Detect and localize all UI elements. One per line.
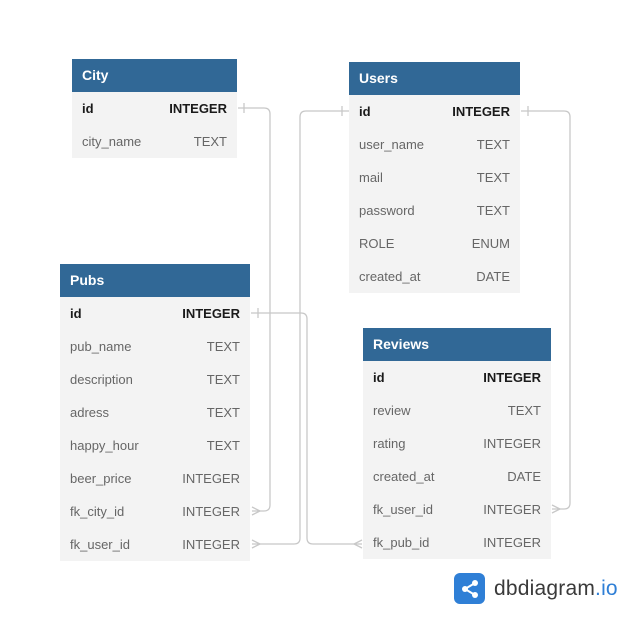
table-header[interactable]: City bbox=[72, 59, 237, 92]
field-type: INTEGER bbox=[182, 537, 240, 552]
field-name: happy_hour bbox=[70, 438, 139, 453]
field-name: mail bbox=[359, 170, 383, 185]
field-row[interactable]: fk_user_id INTEGER bbox=[363, 493, 551, 526]
field-type: INTEGER bbox=[483, 436, 541, 451]
brand-name: dbdiagram.io bbox=[494, 577, 618, 601]
field-type: INTEGER bbox=[169, 101, 227, 116]
field-name: ROLE bbox=[359, 236, 395, 251]
field-row[interactable]: review TEXT bbox=[363, 394, 551, 427]
field-type: DATE bbox=[507, 469, 541, 484]
table-header[interactable]: Reviews bbox=[363, 328, 551, 361]
field-row[interactable]: beer_price INTEGER bbox=[60, 462, 250, 495]
table-users[interactable]: Users id INTEGER user_name TEXT mail TEX… bbox=[349, 62, 520, 293]
brand-name-suffix: .io bbox=[595, 576, 618, 600]
field-row[interactable]: rating INTEGER bbox=[363, 427, 551, 460]
field-type: INTEGER bbox=[483, 370, 541, 385]
brand-name-main: dbdiagram bbox=[494, 576, 596, 600]
table-city[interactable]: City id INTEGER city_name TEXT bbox=[72, 59, 237, 158]
field-row[interactable]: id INTEGER bbox=[363, 361, 551, 394]
field-type: INTEGER bbox=[182, 471, 240, 486]
field-name: fk_pub_id bbox=[373, 535, 430, 550]
field-name: fk_user_id bbox=[373, 502, 433, 517]
field-name: adress bbox=[70, 405, 110, 420]
field-row[interactable]: pub_name TEXT bbox=[60, 330, 250, 363]
field-row[interactable]: id INTEGER bbox=[72, 92, 237, 125]
field-type: TEXT bbox=[507, 403, 541, 418]
field-row[interactable]: city_name TEXT bbox=[72, 125, 237, 158]
field-name: id bbox=[70, 306, 82, 321]
field-type: INTEGER bbox=[483, 535, 541, 550]
link-city-many-mark bbox=[251, 506, 262, 516]
share-nodes-icon bbox=[454, 573, 485, 604]
field-row[interactable]: created_at DATE bbox=[363, 460, 551, 493]
field-name: description bbox=[70, 372, 133, 387]
field-type: TEXT bbox=[476, 170, 510, 185]
brand-logo[interactable]: dbdiagram.io bbox=[454, 573, 618, 604]
field-name: user_name bbox=[359, 137, 425, 152]
field-row[interactable]: id INTEGER bbox=[349, 95, 520, 128]
field-type: ENUM bbox=[471, 236, 510, 251]
field-row[interactable]: happy_hour TEXT bbox=[60, 429, 250, 462]
link-pubs-reviews bbox=[251, 312, 362, 545]
field-name: created_at bbox=[359, 269, 421, 284]
field-name: id bbox=[82, 101, 94, 116]
field-row[interactable]: id INTEGER bbox=[60, 297, 250, 330]
field-row[interactable]: password TEXT bbox=[349, 194, 520, 227]
field-type: TEXT bbox=[206, 372, 240, 387]
field-type: TEXT bbox=[206, 405, 240, 420]
field-name: password bbox=[359, 203, 415, 218]
link-pubs-many-mark bbox=[352, 539, 363, 549]
field-row[interactable]: adress TEXT bbox=[60, 396, 250, 429]
link-users-pubs-many-mark bbox=[251, 539, 262, 549]
field-type: TEXT bbox=[193, 134, 227, 149]
link-users-reviews-many-mark bbox=[551, 504, 562, 514]
field-row[interactable]: mail TEXT bbox=[349, 161, 520, 194]
field-type: TEXT bbox=[476, 137, 510, 152]
field-type: INTEGER bbox=[483, 502, 541, 517]
field-name: id bbox=[359, 104, 371, 119]
field-name: created_at bbox=[373, 469, 435, 484]
table-reviews[interactable]: Reviews id INTEGER review TEXT rating IN… bbox=[363, 328, 551, 559]
table-pubs[interactable]: Pubs id INTEGER pub_name TEXT descriptio… bbox=[60, 264, 250, 561]
field-name: fk_user_id bbox=[70, 537, 130, 552]
field-name: rating bbox=[373, 436, 406, 451]
field-name: beer_price bbox=[70, 471, 132, 486]
field-type: INTEGER bbox=[452, 104, 510, 119]
field-name: id bbox=[373, 370, 385, 385]
field-row[interactable]: fk_pub_id INTEGER bbox=[363, 526, 551, 559]
field-row[interactable]: fk_user_id INTEGER bbox=[60, 528, 250, 561]
link-users-pubs bbox=[252, 110, 349, 545]
field-row[interactable]: ROLE ENUM bbox=[349, 227, 520, 260]
table-header[interactable]: Users bbox=[349, 62, 520, 95]
field-row[interactable]: fk_city_id INTEGER bbox=[60, 495, 250, 528]
field-name: city_name bbox=[82, 134, 142, 149]
field-name: fk_city_id bbox=[70, 504, 125, 519]
field-name: review bbox=[373, 403, 411, 418]
field-row[interactable]: created_at DATE bbox=[349, 260, 520, 293]
field-type: INTEGER bbox=[182, 306, 240, 321]
field-type: TEXT bbox=[206, 339, 240, 354]
field-type: TEXT bbox=[476, 203, 510, 218]
field-row[interactable]: description TEXT bbox=[60, 363, 250, 396]
table-header[interactable]: Pubs bbox=[60, 264, 250, 297]
field-type: INTEGER bbox=[182, 504, 240, 519]
field-type: TEXT bbox=[206, 438, 240, 453]
field-row[interactable]: user_name TEXT bbox=[349, 128, 520, 161]
field-type: DATE bbox=[476, 269, 510, 284]
field-name: pub_name bbox=[70, 339, 132, 354]
